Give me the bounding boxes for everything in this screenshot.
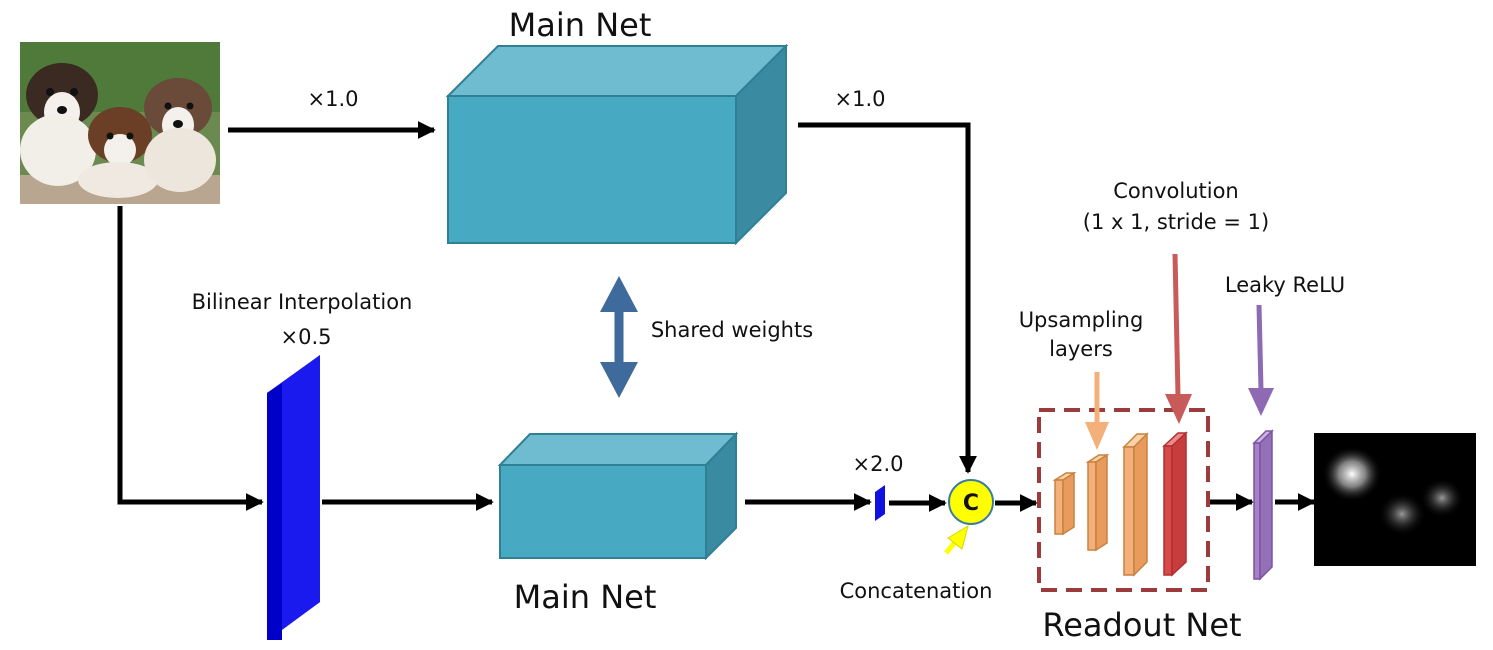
leaky-pointer-arrow (1248, 304, 1274, 416)
main-net-bottom-label: Main Net (514, 578, 657, 616)
main-net-top-label: Main Net (509, 6, 652, 44)
upscale-small-block (875, 485, 885, 521)
conv-pointer-arrow (1165, 253, 1192, 424)
conv-layer (1162, 431, 1188, 577)
leaky-relu-label: Leaky ReLU (1225, 273, 1345, 297)
scale-half-label: ×0.5 (281, 325, 332, 349)
main-net-top-block (445, 43, 789, 246)
readout-net-label: Readout Net (1042, 606, 1241, 644)
shared-weights-label: Shared weights (651, 318, 813, 342)
main-net-bottom-block (497, 431, 739, 561)
readout-net-frame (1037, 408, 1210, 592)
scale-top-out-label: ×1.0 (835, 87, 886, 111)
upsampling-layer-1 (1052, 471, 1077, 536)
conv-params-label: (1 x 1, stride = 1) (1083, 210, 1269, 234)
bilinear-label: Bilinear Interpolation (192, 290, 413, 314)
leaky-relu-layer (1252, 429, 1274, 581)
upsampling-layer-2 (1085, 453, 1110, 552)
upsampling-label-1: Upsampling (1019, 308, 1144, 332)
scale-double-label: ×2.0 (853, 452, 904, 476)
scale-top-in-label: ×1.0 (308, 87, 359, 111)
concatenation-label: Concatenation (840, 579, 993, 603)
shared-weights-arrow (600, 276, 638, 398)
upsampling-pointer-arrow (1085, 372, 1109, 450)
concat-circle (948, 479, 994, 525)
input-image (20, 42, 220, 204)
bilinear-block (267, 355, 320, 640)
output-saliency-map (1314, 433, 1476, 566)
convolution-label: Convolution (1113, 179, 1238, 203)
concat-pointer-arrow (944, 524, 969, 555)
concat-symbol: C (963, 491, 979, 516)
connections (117, 121, 1316, 512)
upsampling-layer-3 (1122, 432, 1149, 577)
upsampling-label-2: layers (1049, 337, 1113, 361)
